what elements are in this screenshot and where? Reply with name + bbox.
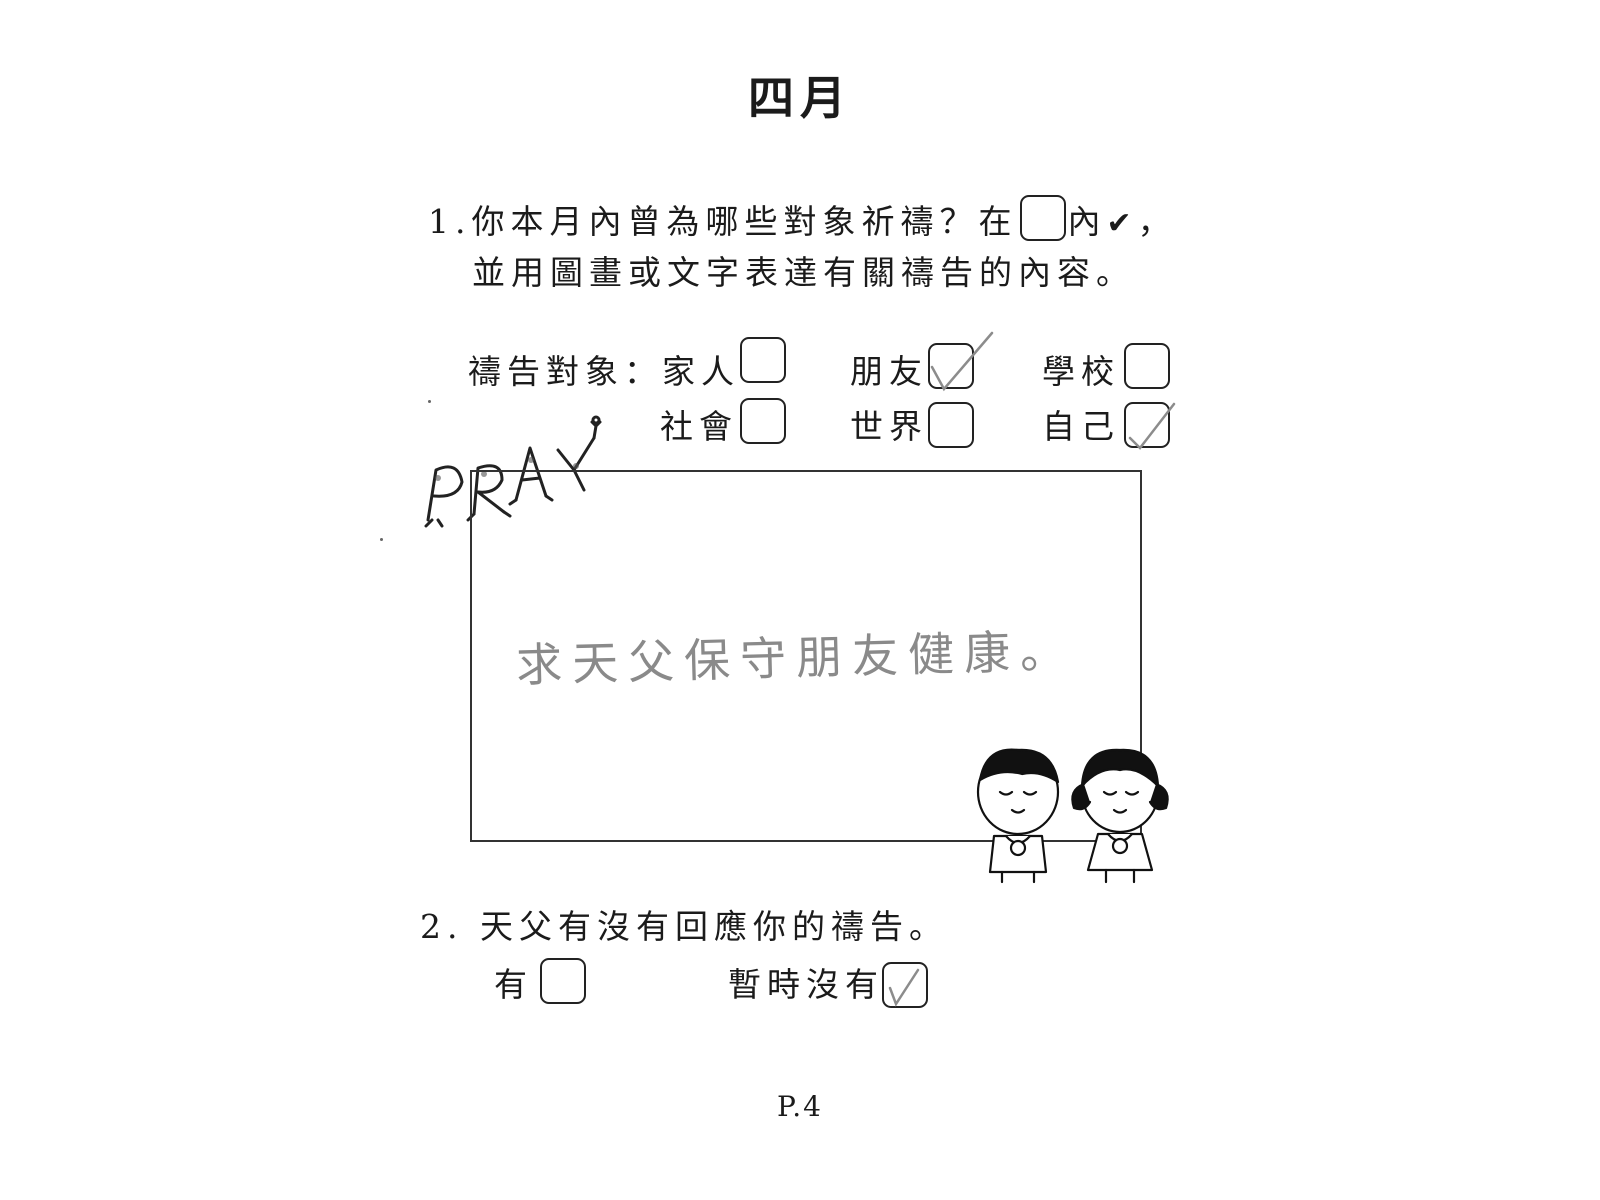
check-mark-icon: [888, 968, 920, 1007]
target-society-checkbox[interactable]: [740, 398, 786, 444]
targets-label: 禱告對象：: [468, 352, 663, 391]
question-1-text-after: 內: [1067, 202, 1107, 241]
page-number: P.4: [777, 1090, 823, 1123]
answer-yes-checkbox[interactable]: [540, 958, 586, 1004]
target-family-label: 家人: [662, 352, 740, 391]
question-1-line-1: 1.你本月內曾為哪些對象祈禱？在 內✔，: [428, 195, 1177, 243]
pray-logo: [424, 415, 602, 528]
answer-not-yet-checkbox[interactable]: [882, 962, 928, 1008]
question-2-line: 2. 天父有沒有回應你的禱告。: [420, 900, 948, 948]
target-world-label: 世界: [850, 407, 928, 446]
question-1-line-2: 並用圖畫或文字表達有關禱告的內容。: [472, 253, 1135, 292]
scan-speck: [380, 538, 383, 541]
question-1-text-before: 你本月內曾為哪些對象祈禱？在: [471, 202, 1018, 241]
check-mark-icon: [930, 331, 994, 392]
target-world-checkbox[interactable]: [928, 402, 974, 448]
answer-yes-label: 有: [494, 965, 533, 1004]
target-family-checkbox[interactable]: [740, 337, 786, 383]
target-friends-label: 朋友: [850, 352, 928, 391]
target-society-label: 社會: [660, 407, 738, 446]
answer-not-yet-label: 暫時沒有: [728, 965, 884, 1004]
praying-children-illustration: [976, 748, 1169, 884]
question-2-text: 天父有沒有回應你的禱告。: [480, 907, 948, 946]
question-1-number: 1.: [428, 202, 472, 241]
question-2-number: 2.: [420, 907, 464, 946]
target-self-checkbox[interactable]: [1124, 402, 1176, 450]
target-school-label: 學校: [1042, 352, 1120, 391]
page-title: 四月: [748, 71, 852, 125]
answer-frame: [470, 470, 1142, 842]
target-self-label: 自己: [1042, 407, 1120, 446]
scan-speck: [428, 400, 431, 403]
check-mark-icon: ✔: [1106, 206, 1138, 241]
target-friends-checkbox[interactable]: [928, 331, 994, 392]
target-school-checkbox[interactable]: [1124, 343, 1170, 389]
check-mark-icon: [1128, 402, 1176, 450]
example-checkbox: [1019, 195, 1066, 241]
question-1-comma: ，: [1137, 202, 1177, 241]
